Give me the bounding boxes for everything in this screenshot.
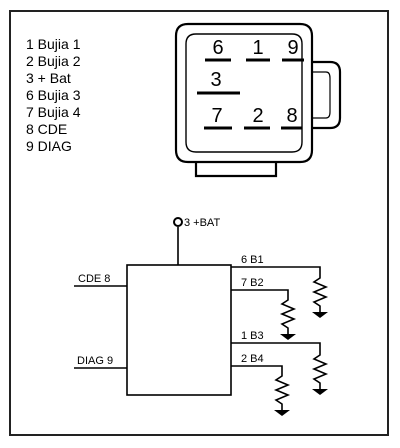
ground-icon [274,410,290,416]
legend-item: 9 DIAG [26,138,72,154]
legend-item: 6 Bujia 3 [26,87,81,103]
output-label: 2 B4 [241,353,264,365]
ground-icon [312,389,328,395]
supply-terminal [173,217,183,227]
ground-symbols [274,312,328,416]
pin-label: 2 [252,105,263,127]
input-label: DIAG 9 [77,355,113,367]
schematic [74,217,329,410]
connector-housing [174,22,342,178]
connector-pins [197,58,304,130]
output-label: 7 B2 [241,277,264,289]
output-label: 1 B3 [241,330,264,342]
pin-label: 8 [286,105,297,127]
ground-icon [280,334,296,340]
pin-label: 1 [252,37,263,59]
pin-label: 6 [212,37,223,59]
pin-legend: 1 Bujia 1 2 Bujia 2 3 + Bat 6 Bujia 3 7 … [26,36,80,155]
output-label: 6 B1 [241,254,264,266]
legend-item: 1 Bujia 1 [26,36,81,52]
legend-item: 7 Bujia 4 [26,104,81,120]
legend-item: 2 Bujia 2 [26,53,81,69]
ground-icon [312,312,328,318]
ignition-module-box [126,264,232,396]
legend-item: 8 CDE [26,121,68,137]
input-label: CDE 8 [78,273,110,285]
pin-label: 9 [287,37,298,59]
pin-label: 7 [211,105,222,127]
legend-item: 3 + Bat [26,70,71,86]
supply-label: 3 +BAT [184,217,220,229]
pin-label: 3 [210,69,221,91]
